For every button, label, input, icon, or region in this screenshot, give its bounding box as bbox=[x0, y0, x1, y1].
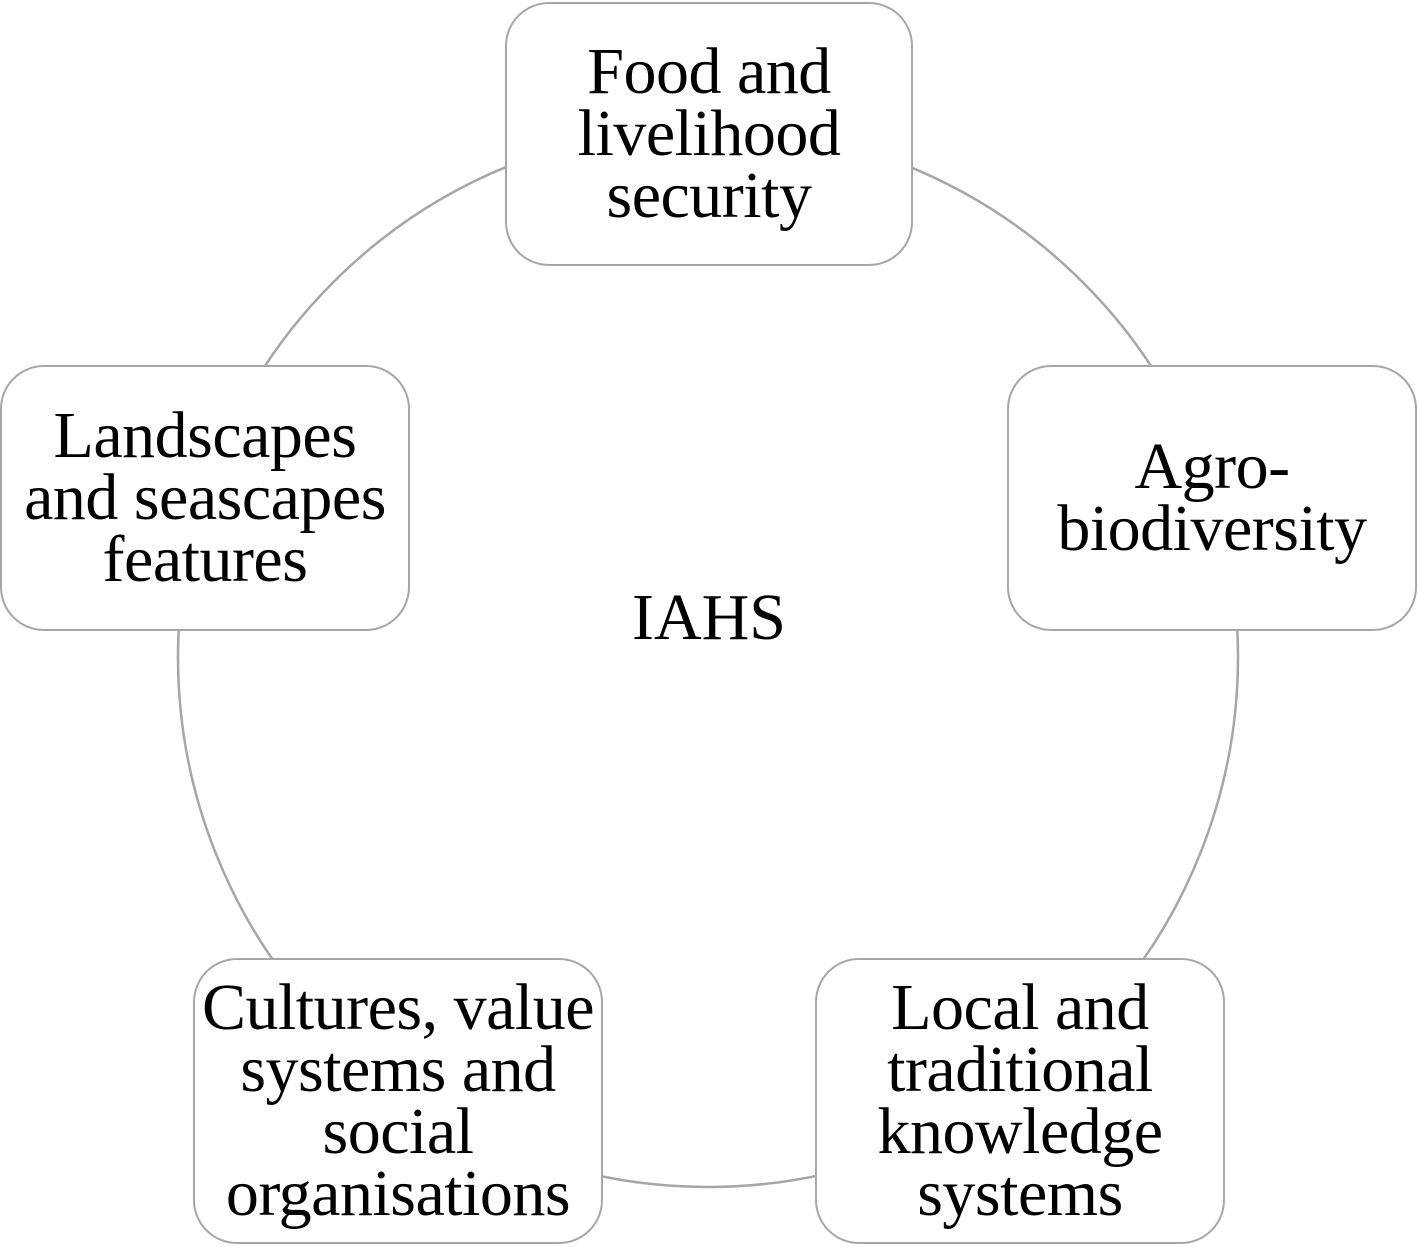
node-food-label: Food and livelihood security bbox=[577, 35, 841, 232]
node-landscapes-and-seascapes-features: Landscapes and seascapes features bbox=[0, 365, 410, 631]
node-food-and-livelihood-security: Food and livelihood security bbox=[505, 2, 913, 266]
node-cultures-label: Cultures, value systems and social organ… bbox=[201, 971, 595, 1230]
node-agro-biodiversity: Agro- biodiversity bbox=[1007, 365, 1417, 631]
node-cultures-value-systems: Cultures, value systems and social organ… bbox=[193, 958, 603, 1244]
node-agro-label: Agro- biodiversity bbox=[1057, 430, 1367, 565]
node-landscapes-label: Landscapes and seascapes features bbox=[24, 399, 386, 596]
center-label: IAHS bbox=[631, 581, 786, 654]
node-local-label: Local and traditional knowledge systems bbox=[877, 971, 1163, 1230]
node-local-and-traditional-knowledge-systems: Local and traditional knowledge systems bbox=[815, 958, 1225, 1244]
